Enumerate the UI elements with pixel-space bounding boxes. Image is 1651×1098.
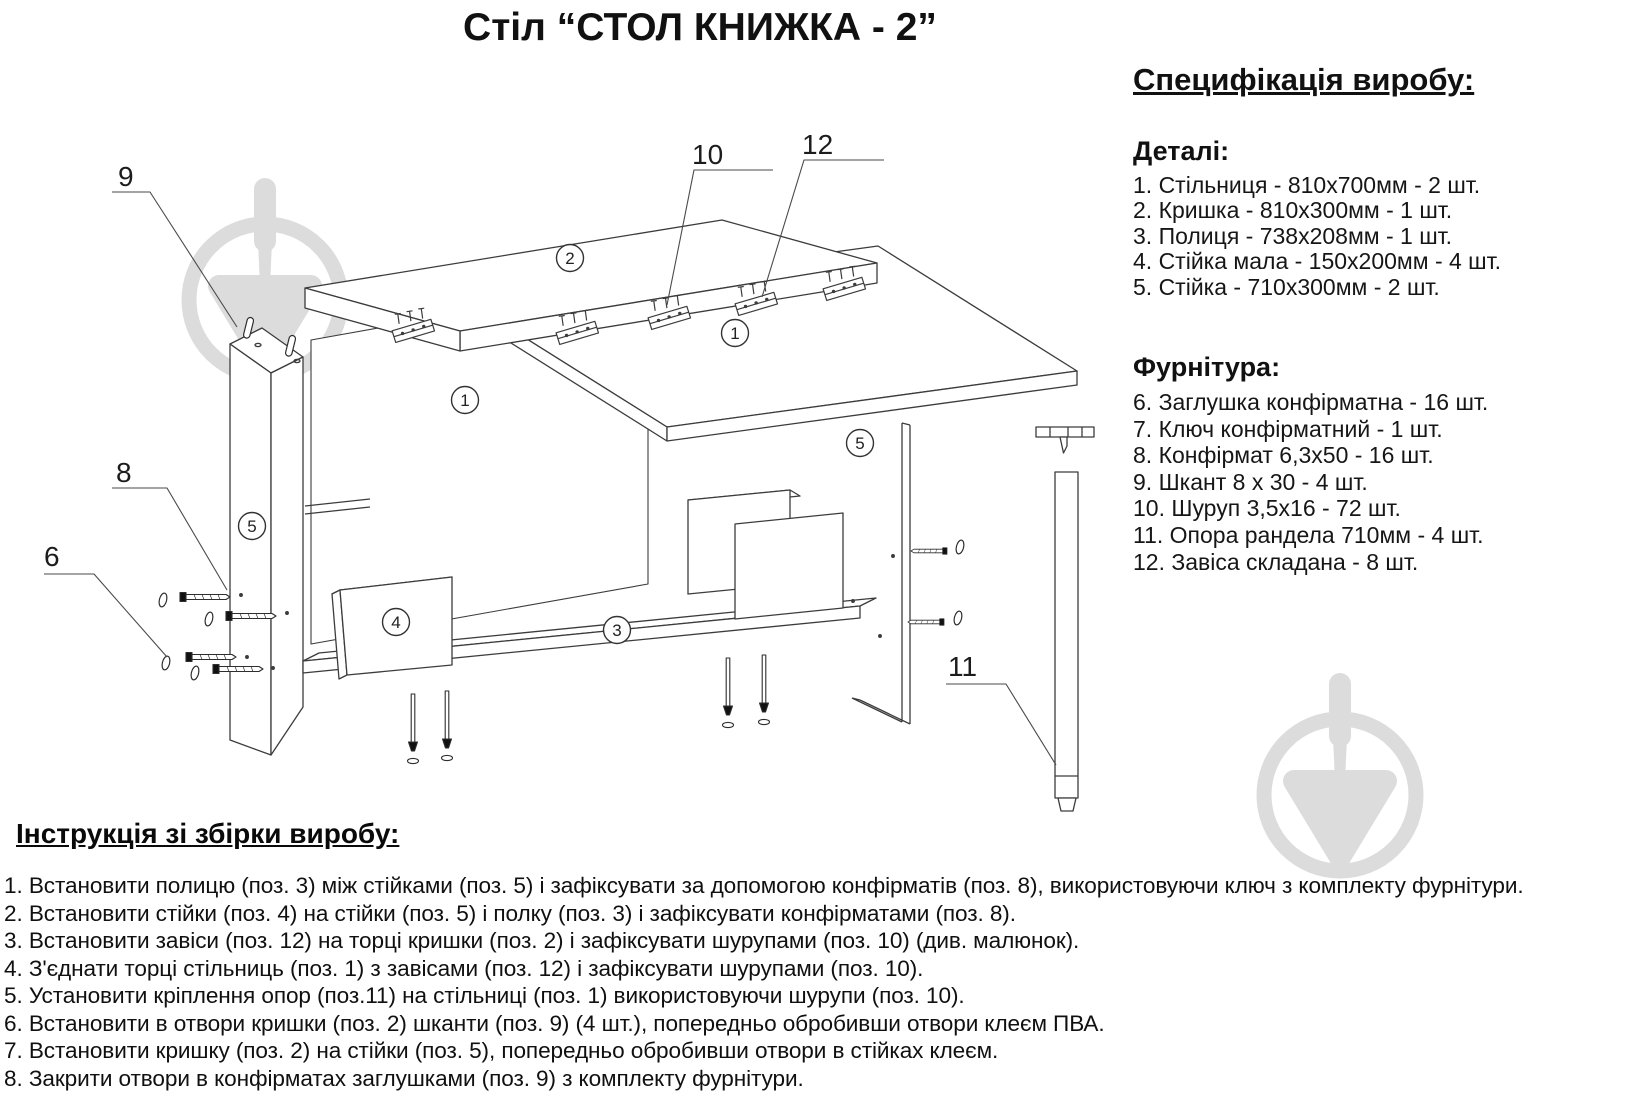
specification-panel: Специфікація виробу: Деталі: 1. Стільниц… xyxy=(1133,62,1648,575)
svg-text:4: 4 xyxy=(391,613,400,632)
instruction-step: 4. З'єднати торці стільниць (поз. 1) з з… xyxy=(4,955,924,981)
assembly-instructions: Інструкція зі збірки виробу: 1. Встанови… xyxy=(4,818,1649,1092)
callout-11: 11 xyxy=(948,651,977,682)
svg-text:5: 5 xyxy=(247,517,256,536)
part-circle-1-left: 1 xyxy=(450,385,480,415)
instruction-step: 2. Встановити стійки (поз. 4) на стійки … xyxy=(4,900,1016,926)
callout-labels: 9 10 12 8 6 11 xyxy=(44,129,977,682)
stand-small-right xyxy=(687,489,844,620)
stand-panel-left xyxy=(229,316,304,756)
details-item: 1. Стільниця - 810х700мм - 2 шт. xyxy=(1133,172,1481,198)
svg-text:5: 5 xyxy=(855,434,864,453)
details-list: 1. Стільниця - 810х700мм - 2 шт. 2. Криш… xyxy=(1133,172,1648,300)
hardware-item: 11. Опора рандела 710мм - 4 шт. xyxy=(1133,522,1484,548)
instructions-heading: Інструкція зі збірки виробу: xyxy=(16,818,400,849)
hardware-item: 9. Шкант 8 х 30 - 4 шт. xyxy=(1133,468,1368,495)
part-circle-4: 4 xyxy=(381,607,411,637)
confirmat-icon xyxy=(185,651,237,663)
part-circle-2: 2 xyxy=(555,243,585,273)
cap-icon xyxy=(203,610,215,628)
instruction-step: 8. Закрити отвори в конфірматах заглушка… xyxy=(4,1065,804,1091)
specification-heading: Специфікація виробу: xyxy=(1133,62,1475,97)
callout-12: 12 xyxy=(802,129,833,160)
screw-group-bottom xyxy=(406,654,771,765)
stand-panel-right xyxy=(851,422,911,725)
hardware-heading: Фурнітура: xyxy=(1133,352,1281,383)
details-item: 2. Кришка - 810х300мм - 1 шт. xyxy=(1133,197,1453,224)
details-item: 5. Стійка - 710х300мм - 2 шт. xyxy=(1133,273,1440,300)
svg-text:2: 2 xyxy=(565,249,574,268)
hardware-list: 6. Заглушка конфірматна - 16 шт. 7. Ключ… xyxy=(1133,389,1648,575)
svg-text:3: 3 xyxy=(612,621,621,640)
part-number-circles: 1 1 2 3 4 5 5 xyxy=(237,243,875,645)
screw-icon xyxy=(721,657,735,729)
confirmat-icon xyxy=(179,591,231,603)
svg-text:1: 1 xyxy=(460,391,469,410)
cap-icon xyxy=(157,591,169,609)
details-item: 3. Полиця - 738х208мм - 1 шт. xyxy=(1133,222,1453,249)
cap-icon xyxy=(160,654,172,672)
hardware-item: 7. Ключ конфірматний - 1 шт. xyxy=(1133,415,1443,442)
confirmat-icon xyxy=(907,618,945,626)
screw-icon xyxy=(757,654,771,726)
table-leg xyxy=(1035,426,1095,812)
screw-icon xyxy=(406,693,420,765)
hardware-item: 10. Шуруп 3,5х16 - 72 шт. xyxy=(1133,495,1401,522)
details-item: 4. Стійка мала - 150х200мм - 4 шт. xyxy=(1133,248,1501,275)
part-circle-3: 3 xyxy=(602,615,632,645)
callout-10: 10 xyxy=(692,139,723,170)
hardware-item: 6. Заглушка конфірматна - 16 шт. xyxy=(1133,389,1489,416)
hardware-block: Фурнітура: 6. Заглушка конфірматна - 16 … xyxy=(1133,352,1648,575)
confirmat-group-right xyxy=(878,538,966,638)
hardware-item: 12. Завіса складана - 8 шт. xyxy=(1133,548,1419,575)
leader-lines xyxy=(44,159,1057,766)
svg-text:1: 1 xyxy=(730,324,739,343)
cap-icon xyxy=(952,609,964,627)
instruction-step: 1. Встановити полицю (поз. 3) між стійка… xyxy=(4,873,1524,898)
confirmat-icon xyxy=(910,547,948,555)
details-heading: Деталі: xyxy=(1133,136,1230,166)
cap-icon xyxy=(189,664,201,682)
cap-icon xyxy=(954,538,966,556)
part-circle-5-left: 5 xyxy=(237,511,267,541)
part-circle-1-right: 1 xyxy=(720,318,750,348)
instructions-steps: 1. Встановити полицю (поз. 3) між стійка… xyxy=(4,872,1649,1092)
stand-small-back xyxy=(304,498,371,515)
instruction-step: 3. Встановити завіси (поз. 12) на торці … xyxy=(4,928,1080,953)
callout-8: 8 xyxy=(116,457,132,488)
instruction-step: 5. Установити кріплення опор (поз.11) на… xyxy=(4,983,965,1008)
hardware-item: 8. Конфірмат 6,3х50 - 16 шт. xyxy=(1133,442,1434,469)
details-block: Деталі: 1. Стільниця - 810х700мм - 2 шт.… xyxy=(1133,136,1648,300)
screw-icon xyxy=(440,690,454,762)
confirmat-group-left xyxy=(157,591,289,682)
callout-6: 6 xyxy=(44,541,60,572)
instruction-step: 6. Встановити в отвори кришки (поз. 2) ш… xyxy=(4,1010,1105,1036)
instruction-step: 7. Встановити кришку (поз. 2) на стійки … xyxy=(4,1038,999,1063)
part-circle-5-right: 5 xyxy=(845,428,875,458)
page-title: Стіл “СТОЛ КНИЖКА - 2” xyxy=(463,6,937,49)
callout-9: 9 xyxy=(118,161,134,192)
